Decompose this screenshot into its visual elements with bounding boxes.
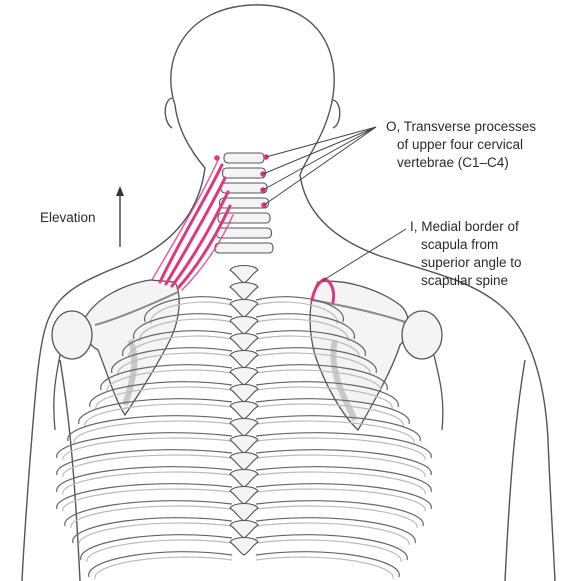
thoracic-vertebra [230,419,258,437]
thoracic-vertebra [230,334,258,352]
rib [81,535,232,560]
insertion-label-line-2: scapula from [410,236,522,254]
thoracic-vertebra [230,470,258,488]
insertion-label: I, Medial border of scapula from superio… [410,218,522,290]
rib [256,450,431,475]
rib [256,501,423,526]
insertion-leader-line [322,229,406,281]
rib-shadow [256,489,425,511]
rib-shadow [71,506,232,528]
rib [79,399,232,424]
rib-shadow [87,540,232,562]
origin-leader-lines [263,127,376,205]
rib [57,450,232,475]
rib-shadow [256,404,403,426]
rib [89,552,232,577]
cervical-vertebra [215,243,273,253]
thoracic-vertebra [230,266,258,284]
rib-shadow [256,523,409,545]
thoracic-vertebra [230,385,258,403]
vertebral-column [215,153,273,555]
rib [57,433,232,458]
rib [256,552,399,577]
thoracic-vertebra [230,521,258,539]
origin-label-line-3: vertebrae (C1–C4) [386,154,536,172]
rib-shadow [74,421,232,443]
rib-shadow [63,489,232,511]
thoracic-vertebra [230,368,258,386]
rib [256,518,415,543]
rib [57,484,232,509]
insertion-label-line-1: I, Medial border of [410,218,522,236]
origin-label-line-2: of upper four cervical [386,136,536,154]
rib [256,416,420,441]
thoracic-vertebra [230,487,258,505]
origin-label: O, Transverse processes of upper four ce… [386,118,536,172]
left-scapula [83,280,179,415]
rib [256,467,431,492]
rib-shadow [79,523,232,545]
rib [57,467,232,492]
thoracic-vertebra [230,453,258,471]
rib [256,484,431,509]
movement-label: Elevation [40,209,96,227]
rib [256,399,409,424]
rib-shadow [256,506,417,528]
insertion-label-line-4: scapular spine [410,272,522,290]
cervical-vertebra [220,198,269,208]
origin-label-line-1: O, Transverse processes [386,118,536,136]
cervical-vertebra [223,168,266,178]
rib-shadow [256,557,393,579]
cervical-vertebra [224,153,264,163]
thoracic-vertebra [230,351,258,369]
rib-shadow [95,557,232,579]
insertion-label-line-3: superior angle to [410,254,522,272]
thoracic-vertebra [230,300,258,318]
thoracic-vertebra [230,538,258,556]
thoracic-vertebra [230,402,258,420]
thoracic-vertebra [230,436,258,454]
rib [256,433,431,458]
rib-shadow [256,421,414,443]
rib-shadow [256,540,401,562]
rib [256,535,407,560]
rib-shadow [85,404,232,426]
rib [68,416,232,441]
rib [65,501,232,526]
thoracic-vertebra [230,504,258,522]
thoracic-vertebra [230,317,258,335]
rib [73,518,232,543]
up-arrow-icon [116,186,124,247]
thoracic-vertebra [230,283,258,301]
movement-label-text: Elevation [40,209,96,227]
